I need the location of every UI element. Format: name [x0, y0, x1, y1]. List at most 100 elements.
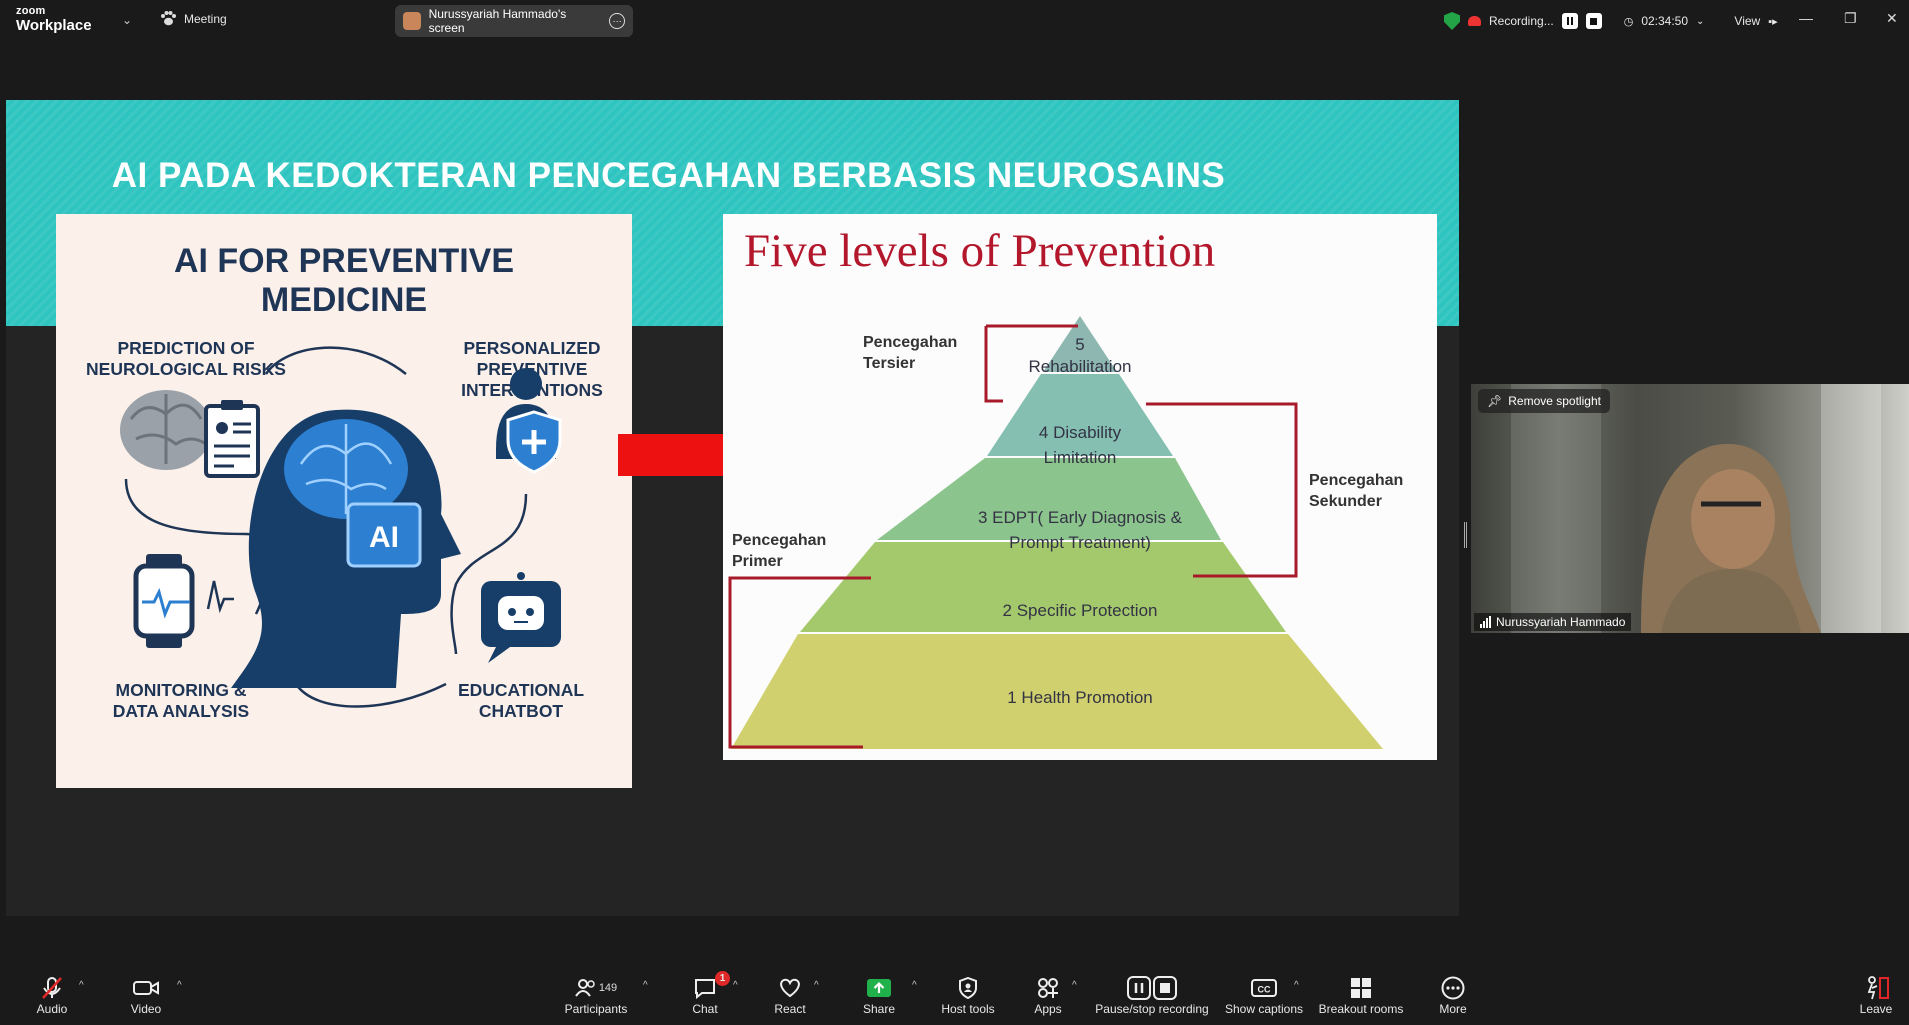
level-4-line1: 4 Disability [1038, 423, 1122, 442]
microphone-muted-icon [42, 977, 62, 999]
recording-status: Recording... [1489, 14, 1554, 28]
label-prediction: PREDICTION OF NEUROLOGICAL RISKS [70, 338, 302, 380]
apps-options-chevron-icon[interactable]: ^ [1072, 980, 1077, 991]
logo-zoom-text: zoom [16, 5, 46, 17]
remove-spotlight-label: Remove spotlight [1508, 394, 1601, 408]
timer-chevron-icon[interactable]: ⌄ [1696, 15, 1705, 27]
view-button[interactable]: View [1734, 14, 1761, 28]
more-options-icon[interactable]: ··· [609, 13, 625, 29]
video-background-light [1821, 384, 1881, 633]
label-prediction-1: PREDICTION OF [117, 338, 255, 358]
share-label: Share [862, 1002, 896, 1016]
level-5-label: 5 Rehabilitation [973, 334, 1187, 378]
video-background-blur [1511, 384, 1601, 633]
minimize-icon[interactable]: — [1799, 10, 1813, 26]
tersier-line2: Tersier [863, 355, 916, 372]
label-monitoring: MONITORING & DATA ANALYSIS [86, 680, 276, 722]
participant-video-tile[interactable]: 📌︎ Remove spotlight Nurussyariah Hammado [1471, 384, 1909, 633]
audio-button[interactable]: Audio [32, 974, 72, 1024]
more-dots-icon [1441, 976, 1465, 1000]
participants-icon [574, 979, 595, 997]
apps-grid-icon [1038, 978, 1058, 998]
react-label: React [774, 1002, 806, 1016]
chevron-down-icon[interactable]: ⌄ [122, 13, 133, 27]
pin-icon: 📌︎ [1487, 394, 1503, 408]
ai-preventive-medicine-card: AI FOR PREVENTIVE MEDICINE PREDICTION OF… [56, 214, 632, 788]
card-title: AI FOR PREVENTIVE MEDICINE [56, 242, 632, 320]
chat-label: Chat [692, 1002, 718, 1016]
apps-label: Apps [1034, 1002, 1062, 1016]
level-3-line2: Prompt Treatment) [1009, 533, 1151, 552]
closed-captions-icon: CC [1251, 979, 1277, 997]
meeting-info-button[interactable]: Meeting [160, 11, 227, 26]
zoom-logo[interactable]: zoom Workplace [16, 5, 92, 34]
chat-options-chevron-icon[interactable]: ^ [733, 980, 738, 991]
screen-share-pill[interactable]: Nurussyariah Hammado's screen ··· [395, 5, 633, 37]
host-shield-icon [959, 977, 977, 999]
primer-line1: Pencegahan [732, 532, 827, 549]
top-right-controls: Recording... ◷ 02:34:50 ⌄ View ▪▸ [1444, 8, 1778, 34]
level-1-label: 1 Health Promotion [1007, 688, 1153, 707]
view-grid-icon[interactable]: ▪▸ [1768, 15, 1778, 28]
video-options-chevron-icon[interactable]: ^ [177, 980, 182, 991]
panel-resize-handle[interactable] [1464, 522, 1467, 548]
react-options-chevron-icon[interactable]: ^ [814, 980, 819, 991]
tersier-line1: Pencegahan [863, 334, 958, 351]
restore-icon[interactable]: ❐ [1844, 10, 1857, 26]
audio-options-chevron-icon[interactable]: ^ [79, 980, 84, 991]
primer-label: Pencegahan Primer [732, 530, 826, 572]
label-monitoring-2: DATA ANALYSIS [112, 701, 250, 721]
share-options-chevron-icon[interactable]: ^ [912, 980, 917, 991]
level-2-label: 2 Specific Protection [1002, 601, 1158, 620]
breakout-rooms-button[interactable]: Breakout rooms [1318, 974, 1404, 1024]
meeting-timer[interactable]: 02:34:50 [1641, 14, 1689, 28]
ai-head-icon: AI [231, 409, 461, 688]
stop-recording-button[interactable] [1585, 13, 1602, 29]
five-levels-card: Five levels of Prevention 5 Rehabilitati… [723, 214, 1437, 760]
breakout-rooms-label: Breakout rooms [1318, 1002, 1404, 1016]
encryption-shield-icon[interactable] [1444, 12, 1460, 30]
participants-button[interactable]: 149 Participants [561, 974, 631, 1024]
show-captions-label: Show captions [1224, 1002, 1304, 1016]
chatbot-icon [481, 572, 561, 663]
card-title-line1: AI FOR PREVENTIVE [173, 242, 515, 280]
pause-stop-label: Pause/stop recording [1095, 1002, 1209, 1016]
brain-icon [120, 390, 212, 470]
five-levels-title: Five levels of Prevention [744, 225, 1216, 277]
top-bar: zoom Workplace ⌄ Meeting Nurussyariah Ha… [0, 0, 1909, 42]
label-monitoring-1: MONITORING & [115, 680, 247, 700]
show-captions-button[interactable]: CC Show captions [1224, 974, 1304, 1024]
shared-screen-slide: AI PADA KEDOKTERAN PENCEGAHAN BERBASIS N… [6, 100, 1459, 916]
sekunder-line1: Pencegahan [1309, 472, 1404, 489]
apps-button[interactable]: Apps [1032, 974, 1064, 1024]
participants-options-chevron-icon[interactable]: ^ [643, 980, 648, 991]
ai-infographic-art: AI [120, 346, 562, 708]
video-button[interactable]: Video [126, 974, 166, 1024]
close-icon[interactable]: ✕ [1886, 10, 1898, 26]
host-tools-button[interactable]: Host tools [940, 974, 996, 1024]
card-title-line2: MEDICINE [260, 281, 428, 319]
label-prediction-2: NEUROLOGICAL RISKS [86, 359, 286, 379]
chat-button[interactable]: 1 Chat [688, 971, 730, 1024]
clipboard-icon [204, 400, 260, 478]
label-chatbot: EDUCATIONAL CHATBOT [436, 680, 606, 722]
chat-unread-badge: 1 [715, 971, 730, 986]
person-shield-icon [496, 368, 562, 474]
captions-options-chevron-icon[interactable]: ^ [1294, 980, 1299, 991]
leave-button[interactable]: Leave [1856, 974, 1896, 1024]
tersier-label: Pencegahan Tersier [863, 332, 957, 374]
leave-exit-icon [1867, 976, 1889, 1000]
share-button[interactable]: Share [862, 974, 896, 1024]
more-label: More [1439, 1002, 1467, 1016]
meeting-paw-icon [161, 11, 176, 26]
pause-recording-button[interactable] [1561, 13, 1578, 29]
more-button[interactable]: More [1437, 974, 1469, 1024]
label-personalized-2: PREVENTIVE [476, 359, 588, 379]
host-tools-label: Host tools [941, 1002, 995, 1016]
level-3-line1: 3 EDPT( Early Diagnosis & [977, 508, 1183, 527]
remove-spotlight-button[interactable]: 📌︎ Remove spotlight [1478, 389, 1610, 413]
react-button[interactable]: React [772, 974, 808, 1024]
participant-video-feed [1641, 443, 1821, 633]
pause-stop-recording-button[interactable]: Pause/stop recording [1094, 974, 1210, 1024]
sekunder-line2: Sekunder [1309, 493, 1382, 510]
